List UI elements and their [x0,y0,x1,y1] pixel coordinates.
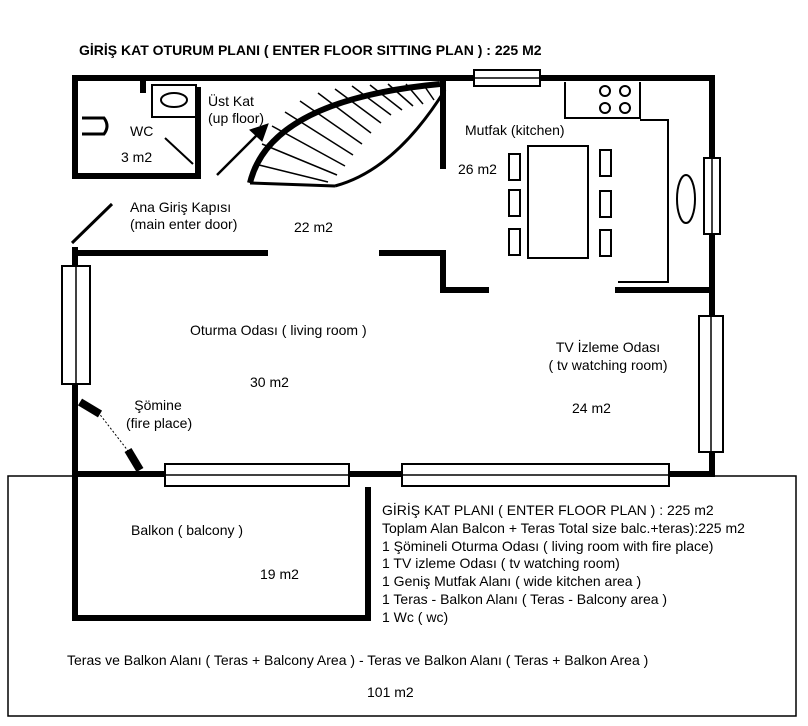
exterior-walls [72,75,715,477]
wc-label: WC [130,123,154,139]
fireplace-sublabel: (fire place) [126,415,193,431]
staircase [247,81,447,188]
tv-room-sublabel: ( tv watching room) [548,357,668,373]
entrance-sublabel: (main enter door) [130,216,238,232]
kitchen-label: Mutfak (kitchen) [465,122,565,138]
tv-room-label: TV İzleme Odası [555,339,661,355]
summary-line: GİRİŞ KAT PLANI ( ENTER FLOOR PLAN ) : 2… [382,502,714,518]
interior-walls [72,75,715,621]
wc-area: 3 m2 [121,149,153,165]
terrace-label: Teras ve Balkon Alanı ( Teras + Balcony … [67,652,649,668]
entrance-door [70,202,114,245]
fireplace [77,398,144,473]
kitchen-counter [564,82,696,283]
balcony-area: 19 m2 [260,566,299,582]
upstairs-sublabel: (up floor) [208,110,265,126]
summary-line: 1 Teras - Balkon Alanı ( Teras - Balcony… [382,590,668,607]
balcony-label: Balkon ( balcony ) [131,522,244,538]
wc-fixtures [82,84,197,165]
entrance-label: Ana Giriş Kapısı [130,199,232,215]
hall-area: 22 m2 [294,219,333,235]
summary-line: 1 Geniş Mutfak Alanı ( wide kitchen area… [382,573,642,590]
summary-line: Toplam Alan Balcon + Teras Total size ba… [382,519,745,536]
window-inner-lines [75,77,713,476]
upstairs-label: Üst Kat [208,93,254,109]
summary-line: 1 Wc ( wc) [382,608,449,625]
living-room-area: 30 m2 [250,374,289,390]
summary-line: 1 TV izleme Odası ( tv watching room) [382,555,620,572]
terrace-area: 101 m2 [367,684,414,700]
summary-list: GİRİŞ KAT PLANI ( ENTER FLOOR PLAN ) : 2… [382,502,745,627]
fireplace-label: Şömine [134,397,182,413]
kitchen-area: 26 m2 [458,161,497,177]
living-room-label: Oturma Odası ( living room ) [190,322,367,338]
tv-room-area: 24 m2 [572,400,611,416]
summary-line: 1 Şömineli Oturma Odası ( living room wi… [382,537,714,554]
dining-table [508,145,612,259]
up-arrow-icon [216,123,269,176]
page-title: GİRİŞ KAT OTURUM PLANI ( ENTER FLOOR SIT… [79,42,542,58]
